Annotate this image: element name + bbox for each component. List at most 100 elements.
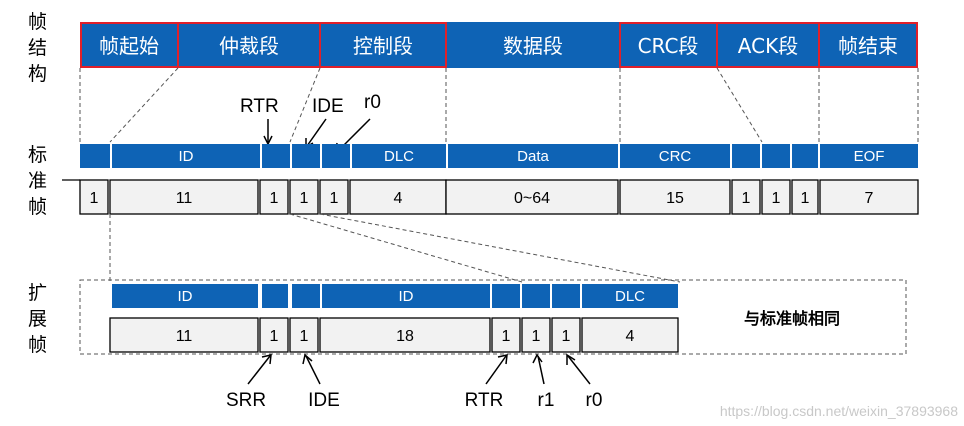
- annotation-r1: r1: [538, 390, 555, 411]
- segment-label-data: 数据段: [503, 34, 563, 58]
- svg-text:15: 15: [666, 190, 684, 207]
- ext-bit-ext-id: [319, 317, 491, 353]
- svg-text:1: 1: [270, 328, 279, 345]
- ext-bit-rtr: [491, 317, 521, 353]
- std-field-rtr: [262, 144, 290, 168]
- svg-text:1: 1: [502, 328, 511, 345]
- segment-label-ack: ACK段: [738, 34, 798, 58]
- std-field-crc: [620, 144, 730, 168]
- svg-text:11: 11: [176, 328, 193, 345]
- std-bit-ack-slot: [761, 179, 791, 215]
- ext-field-ide: [292, 284, 320, 308]
- std-bit-sof: [79, 179, 109, 215]
- svg-text:帧: 帧: [28, 196, 47, 218]
- segment-label-arbitration: 仲裁段: [219, 34, 279, 58]
- extended-frame-label: 扩 展 帧: [28, 282, 47, 356]
- ext-field-r0: [552, 284, 580, 308]
- annotation-ide: IDE: [312, 96, 344, 117]
- ide-arrow: [306, 118, 327, 147]
- svg-text:7: 7: [865, 190, 874, 207]
- std-field-id: [112, 144, 260, 168]
- segment-header-bg: [80, 22, 918, 68]
- rtr-ext-arrow: [485, 355, 507, 385]
- extended-bit-row: 11 1 1 18 1 1 1 4 与标准帧相同: [109, 309, 840, 353]
- watermark: https://blog.csdn.net/weixin_37893968: [720, 403, 958, 419]
- svg-text:CRC: CRC: [659, 148, 692, 165]
- svg-text:ID: ID: [179, 148, 194, 165]
- extended-connectors: [109, 213, 681, 283]
- svg-text:标: 标: [28, 144, 47, 166]
- svg-text:ID: ID: [178, 288, 193, 305]
- r0-ext-arrow: [567, 355, 591, 385]
- svg-text:展: 展: [28, 308, 47, 330]
- annotation-r0: r0: [364, 92, 381, 113]
- svg-text:4: 4: [394, 190, 403, 207]
- std-field-eof: [820, 144, 918, 168]
- ext-bit-base-id: [109, 317, 259, 353]
- svg-text:1: 1: [801, 190, 810, 207]
- ext-field-r1: [522, 284, 550, 308]
- svg-text:帧: 帧: [28, 11, 47, 33]
- ext-bit-r0: [551, 317, 581, 353]
- std-field-ide: [292, 144, 320, 168]
- std-field-ack-delim: [792, 144, 818, 168]
- std-field-sof: [80, 144, 110, 168]
- svg-text:EOF: EOF: [854, 148, 885, 165]
- ext-field-dlc: [582, 284, 678, 308]
- extended-annotation-arrows: [247, 353, 591, 385]
- segment-label-frame-end: 帧结束: [838, 34, 898, 58]
- annotation-srr: SRR: [226, 390, 266, 411]
- std-bit-crc-delim: [731, 179, 761, 215]
- extended-frame-outline: [79, 279, 907, 355]
- extended-annotations: SRR IDE RTR r1 r0: [226, 390, 603, 411]
- r1-arrow: [537, 355, 545, 385]
- standard-field-header: ID DLC Data CRC EOF: [80, 144, 918, 168]
- same-as-standard-note: 与标准帧相同: [744, 309, 840, 328]
- std-field-r0: [322, 144, 350, 168]
- std-field-crc-delim: [732, 144, 760, 168]
- svg-text:4: 4: [626, 328, 635, 345]
- std-bit-data: [445, 179, 619, 215]
- segment-label-crc: CRC段: [638, 34, 699, 58]
- svg-text:1: 1: [772, 190, 781, 207]
- std-bit-crc: [619, 179, 731, 215]
- svg-text:1: 1: [330, 190, 339, 207]
- segment-header: 帧起始 仲裁段 控制段 数据段 CRC段 ACK段 帧结束: [80, 22, 918, 68]
- std-field-ack-slot: [762, 144, 790, 168]
- extended-field-header: ID ID DLC: [112, 284, 678, 308]
- ext-bit-srr: [259, 317, 289, 353]
- svg-text:DLC: DLC: [615, 288, 645, 305]
- svg-text:Data: Data: [517, 148, 549, 165]
- ext-field-srr: [262, 284, 288, 308]
- standard-annotations: RTR IDE r0: [240, 92, 381, 117]
- segment-control: [319, 22, 447, 68]
- annotation-r0-ext: r0: [586, 390, 603, 411]
- segment-frame-end: [818, 22, 918, 68]
- annotation-ide-ext: IDE: [308, 390, 340, 411]
- standard-frame-label: 标 准 帧: [28, 144, 47, 218]
- std-bit-r0: [319, 179, 349, 215]
- svg-text:1: 1: [300, 328, 309, 345]
- annotation-rtr: RTR: [240, 96, 279, 117]
- svg-text:1: 1: [742, 190, 751, 207]
- std-field-data: [448, 144, 618, 168]
- ext-bit-ide: [289, 317, 319, 353]
- svg-text:结: 结: [28, 37, 47, 59]
- svg-text:1: 1: [270, 190, 279, 207]
- annotation-rtr-ext: RTR: [465, 390, 504, 411]
- svg-text:DLC: DLC: [384, 148, 414, 165]
- std-bit-id: [109, 179, 259, 215]
- svg-text:构: 构: [28, 63, 47, 85]
- svg-text:1: 1: [300, 190, 309, 207]
- svg-text:18: 18: [396, 328, 414, 345]
- segment-label-control: 控制段: [353, 34, 413, 58]
- svg-text:ID: ID: [399, 288, 414, 305]
- std-bit-rtr: [259, 179, 289, 215]
- srr-arrow: [247, 355, 271, 385]
- svg-text:1: 1: [90, 190, 99, 207]
- ext-bit-dlc: [581, 317, 679, 353]
- segment-label-frame-start: 帧起始: [99, 34, 159, 58]
- std-bit-eof: [819, 179, 919, 215]
- svg-text:帧: 帧: [28, 334, 47, 356]
